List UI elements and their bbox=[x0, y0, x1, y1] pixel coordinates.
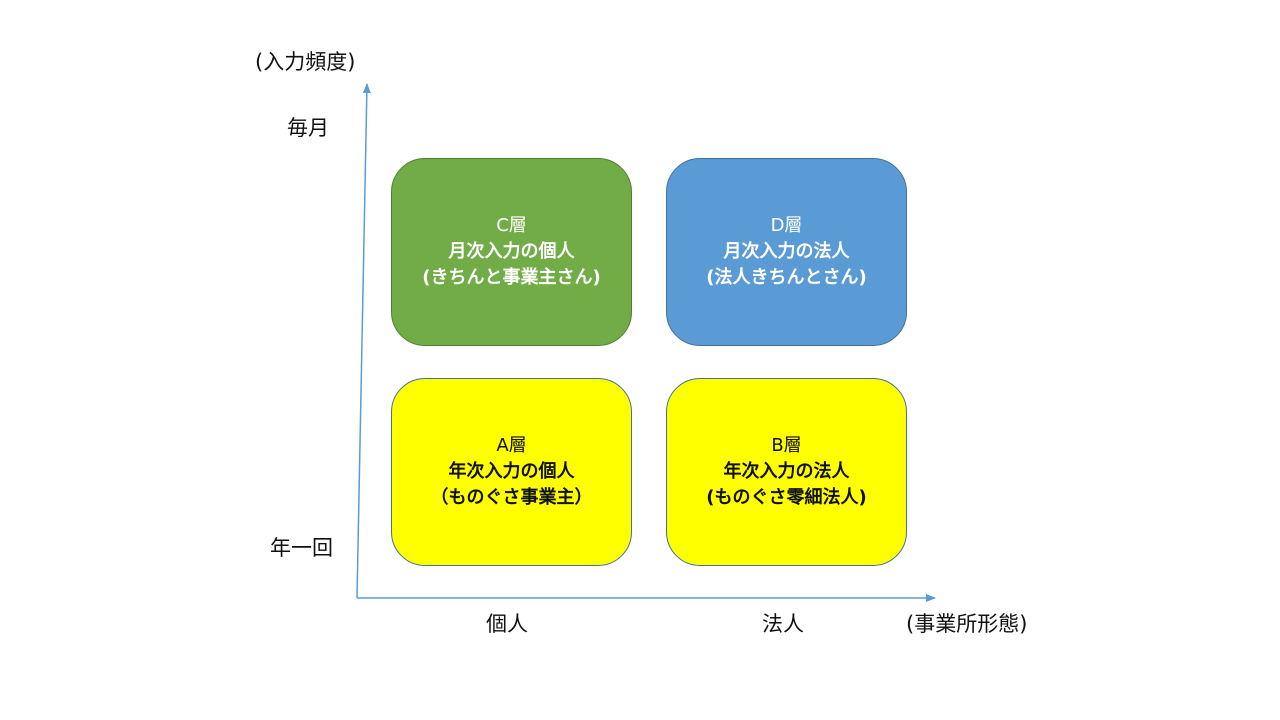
quadrant-b-subtitle: (ものぐさ零細法人) bbox=[706, 487, 867, 508]
quadrant-a-title: 年次入力の個人 bbox=[448, 461, 575, 482]
quadrant-d-box: D層 月次入力の法人 (法人きちんとさん) bbox=[666, 158, 907, 346]
x-axis-title: (事業所形態) bbox=[906, 612, 1028, 636]
quadrant-a-tier: A層 bbox=[496, 435, 527, 456]
y-axis-low-label: 年一回 bbox=[270, 536, 333, 560]
quadrant-b-box: B層 年次入力の法人 (ものぐさ零細法人) bbox=[666, 378, 907, 566]
quadrant-c-box: C層 月次入力の個人 (きちんと事業主さん) bbox=[391, 158, 632, 346]
quadrant-c-tier: C層 bbox=[496, 215, 527, 236]
quadrant-b-tier: B層 bbox=[771, 435, 802, 456]
y-axis-title: (入力頻度) bbox=[255, 50, 356, 74]
x-axis-left-label: 個人 bbox=[486, 612, 528, 636]
quadrant-d-title: 月次入力の法人 bbox=[723, 241, 850, 262]
y-axis-high-label: 毎月 bbox=[287, 116, 329, 140]
quadrant-c-subtitle: (きちんと事業主さん) bbox=[422, 267, 601, 288]
x-axis-right-label: 法人 bbox=[762, 612, 804, 636]
quadrant-c-title: 月次入力の個人 bbox=[448, 241, 575, 262]
quadrant-a-box: A層 年次入力の個人 （ものぐさ事業主） bbox=[391, 378, 632, 566]
quadrant-d-tier: D層 bbox=[770, 215, 803, 236]
quadrant-d-subtitle: (法人きちんとさん) bbox=[706, 267, 867, 288]
quadrant-b-title: 年次入力の法人 bbox=[723, 461, 850, 482]
y-axis-line bbox=[356, 83, 371, 599]
quadrant-a-subtitle: （ものぐさ事業主） bbox=[430, 487, 593, 508]
